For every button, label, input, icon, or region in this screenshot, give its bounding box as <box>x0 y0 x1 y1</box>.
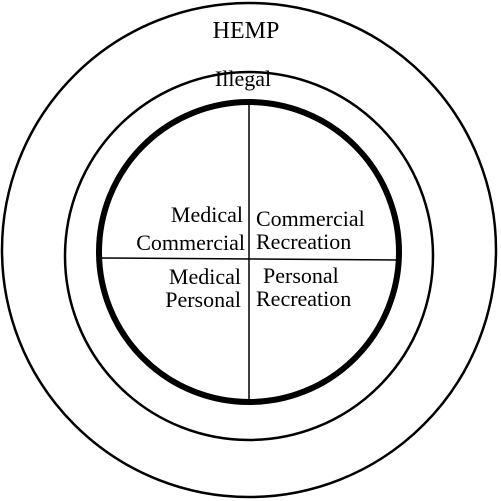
quadrant-top-right-line2: Recreation <box>256 229 351 254</box>
quadrant-bottom-left-line1: Medical <box>169 264 241 289</box>
middle-circle-illegal <box>63 70 435 442</box>
quadrant-bottom-right-line2: Recreation <box>256 286 351 311</box>
quadrant-bottom-right-line1: Personal <box>263 263 339 288</box>
inner-circle <box>96 99 402 405</box>
quadrant-top-right-line1: Commercial <box>256 206 365 231</box>
outer-label-hemp: HEMP <box>213 18 280 44</box>
quadrant-bottom-left-line2: Personal <box>165 287 241 312</box>
quadrant-top-left-line2: Commercial <box>136 230 245 255</box>
middle-label-illegal: Illegal <box>215 66 271 91</box>
quadrant-top-left-line1: Medical <box>171 202 243 227</box>
horizontal-divider <box>100 257 398 261</box>
